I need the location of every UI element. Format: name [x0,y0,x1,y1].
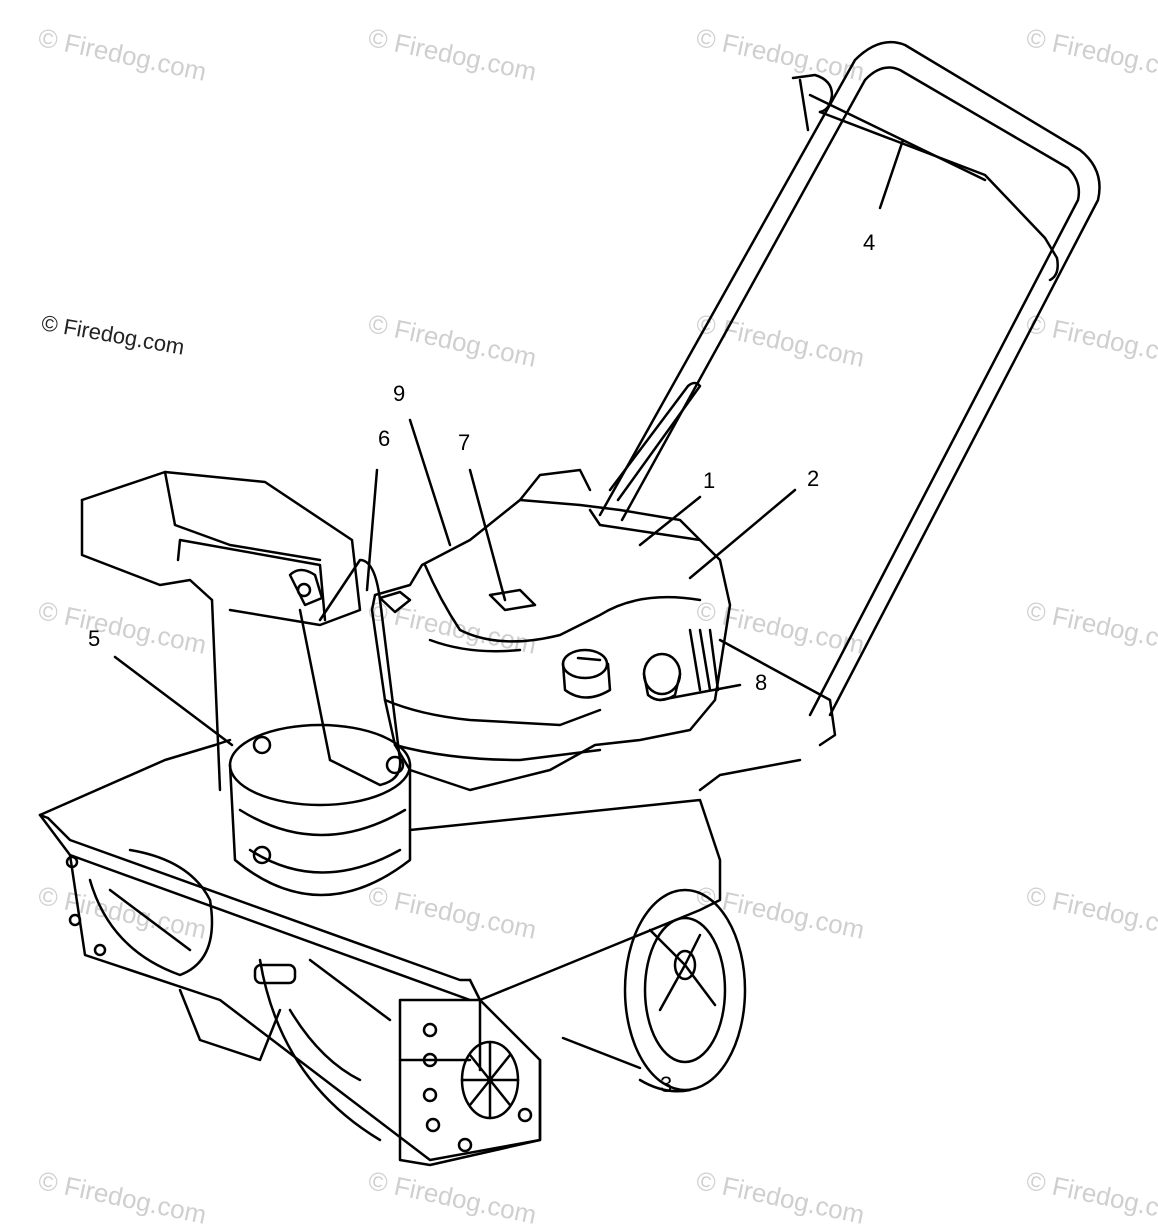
callout-1: 1 [703,468,716,493]
chute-base [228,723,412,897]
handle [598,40,1101,792]
engine [370,468,732,792]
auger-housing [38,738,722,1167]
callout-7: 7 [458,430,471,455]
leader-lines [113,138,905,1070]
callout-5: 5 [88,626,101,651]
snowblower-diagram [38,40,1101,1167]
callout-3: 3 [660,1072,673,1097]
callout-6: 6 [378,426,391,451]
callout-9: 9 [393,381,406,406]
callout-2: 2 [807,466,820,491]
callout-4: 4 [863,230,876,255]
discharge-chute [80,470,402,792]
wheel [623,888,747,1093]
callout-8: 8 [755,670,768,695]
